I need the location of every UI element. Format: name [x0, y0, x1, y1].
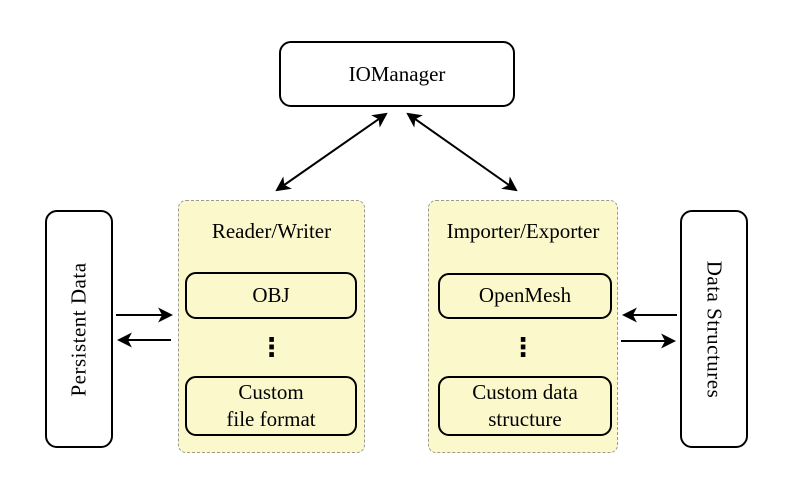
reader-writer-title: Reader/Writer	[211, 219, 332, 243]
custom-file-format-box: Custom file format	[185, 376, 357, 436]
reader-writer-panel: Reader/Writer OBJ ⋮ Custom file format	[178, 200, 365, 453]
custom-data-structure-box: Custom data structure	[438, 376, 612, 436]
importer-exporter-panel: Importer/Exporter OpenMesh ⋮ Custom data…	[428, 200, 618, 453]
data-structures-node: Data Structures	[680, 210, 748, 448]
arrow-iomanager-readerwriter	[275, 112, 388, 192]
iomanager-node: IOManager	[279, 41, 515, 107]
persistent-data-node: Persistent Data	[45, 210, 113, 448]
iomanager-label: IOManager	[348, 61, 446, 86]
vertical-ellipsis-left: ⋮	[258, 333, 285, 363]
importer-exporter-title: Importer/Exporter	[446, 219, 600, 243]
obj-box: OBJ	[185, 272, 357, 319]
arrow-iomanager-importerexporter	[406, 112, 518, 192]
openmesh-box: OpenMesh	[438, 273, 612, 319]
persistent-data-label: Persistent Data	[66, 261, 91, 397]
vertical-ellipsis-right: ⋮	[510, 333, 536, 363]
data-structures-label: Data Structures	[702, 260, 727, 398]
